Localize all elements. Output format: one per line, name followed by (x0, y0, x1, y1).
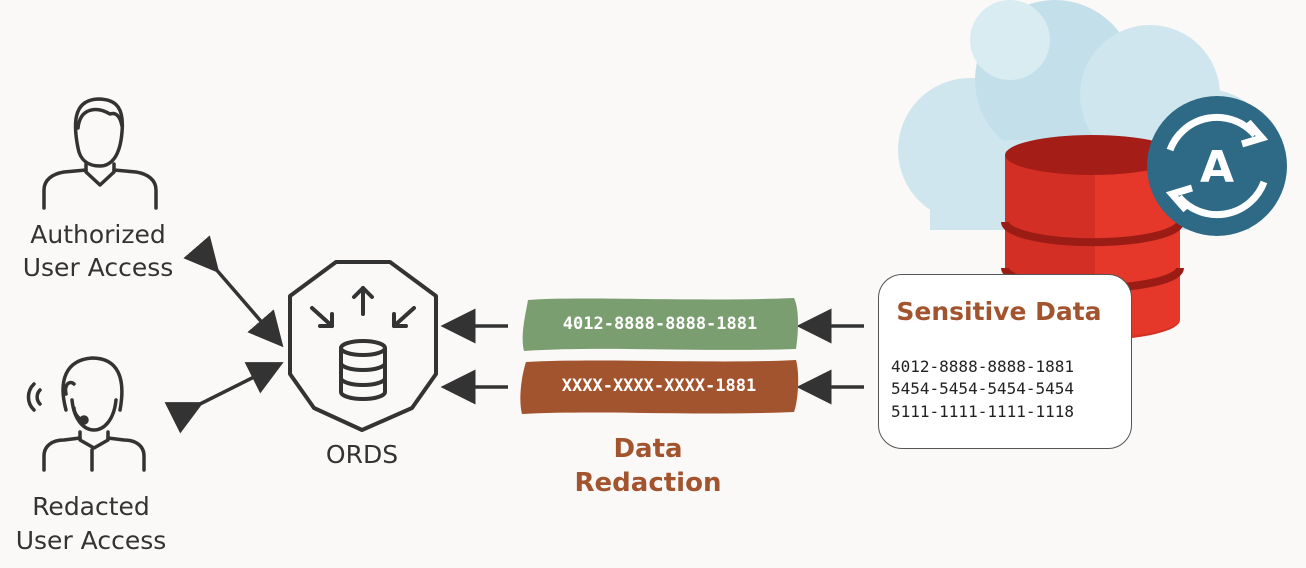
ords-shield-icon (288, 260, 438, 432)
masked-card-number: XXXX-XXXX-XXXX-1881 (561, 376, 757, 396)
arrow-redacted-ords (164, 362, 284, 434)
sensitive-row-3: 5111-1111-1111-1118 (891, 402, 1075, 421)
arrow-authorized-ords (183, 235, 284, 348)
redacted-user-icon (26, 356, 146, 472)
masked-value-strip (520, 360, 799, 414)
autonomous-letter: A (1200, 142, 1234, 193)
sensitive-data-title: Sensitive Data (896, 297, 1102, 326)
authorized-user-label-line1: Authorized (30, 220, 166, 249)
authorized-user-icon (42, 97, 158, 210)
data-redaction-label-line2: Redaction (574, 468, 722, 498)
sensitive-row-1: 4012-8888-8888-1881 (891, 357, 1075, 376)
autonomous-refresh-icon: A (1147, 96, 1287, 236)
data-redaction-label-line1: Data (613, 434, 683, 464)
sensitive-row-2: 5454-5454-5454-5454 (891, 379, 1075, 398)
clear-value-strip (522, 298, 798, 351)
redacted-user-label-line1: Redacted (32, 492, 150, 521)
sensitive-data-card: Sensitive Data 4012-8888-8888-1881 5454-… (878, 274, 1132, 449)
ords-label: ORDS (325, 440, 399, 469)
clear-card-number: 4012-8888-8888-1881 (562, 314, 758, 334)
authorized-user-label-line2: User Access (22, 253, 174, 282)
redacted-user-label-line2: User Access (15, 526, 167, 555)
